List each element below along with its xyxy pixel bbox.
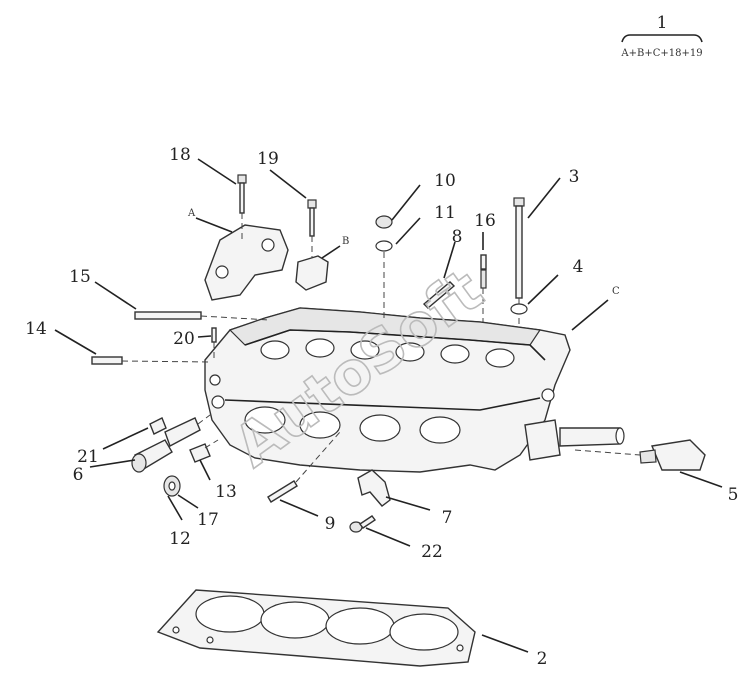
- callout-18: 18: [169, 145, 191, 165]
- part-16-pin: [480, 254, 487, 289]
- callout-20: 20: [173, 329, 195, 349]
- part-22-bolt: [349, 515, 377, 533]
- letter-a: A: [187, 208, 196, 219]
- part-17-fitting: [163, 475, 181, 497]
- part-15-stud: [134, 311, 202, 320]
- callout-12: 12: [169, 529, 191, 549]
- callout-14: 14: [25, 319, 47, 339]
- cylinder-head: [204, 307, 571, 473]
- part-8-stud: [422, 281, 456, 309]
- callout-15: 15: [69, 267, 91, 287]
- callout-21: 21: [77, 447, 99, 467]
- callout-9: 9: [325, 514, 336, 534]
- assembly-composition: A+B+C+18+19: [620, 48, 702, 59]
- assembly-brace: [621, 34, 703, 43]
- callout-4: 4: [573, 257, 584, 277]
- part-5-coolant-sensor: [639, 439, 706, 471]
- camshaft-cap-b: [295, 255, 329, 291]
- callout-5: 5: [728, 485, 739, 505]
- letter-b: B: [342, 236, 349, 247]
- callout-6: 6: [73, 465, 84, 485]
- leader-lines: [54, 158, 723, 653]
- part-4-washer: [510, 303, 528, 315]
- part-7-bracket: [357, 469, 391, 507]
- letter-c: C: [612, 286, 620, 297]
- callout-16: 16: [474, 211, 496, 231]
- assembly-legend: 1 A+B+C+18+19: [620, 13, 703, 59]
- callout-13: 13: [215, 482, 237, 502]
- part-21-plug: [149, 417, 167, 435]
- part-14-stud: [91, 356, 123, 365]
- part-20-pin: [211, 327, 217, 343]
- callout-8: 8: [452, 227, 463, 247]
- callout-22: 22: [421, 542, 443, 562]
- part-2-head-gasket: [156, 589, 476, 667]
- part-9-stud: [267, 480, 298, 503]
- part-11-seal: [375, 240, 393, 252]
- part-19-bolt: [307, 199, 317, 237]
- part-13-plug: [189, 443, 211, 463]
- callout-19: 19: [257, 149, 279, 169]
- coolant-outlet: [524, 419, 625, 461]
- part-18-bolt: [237, 174, 247, 214]
- callout-17: 17: [197, 510, 219, 530]
- callout-11: 11: [434, 203, 456, 223]
- part-10-cap: [375, 215, 393, 229]
- assembly-number: 1: [657, 13, 668, 33]
- camshaft-cap-a: [204, 224, 289, 301]
- part-6-oil-valve: [131, 417, 201, 473]
- callout-2: 2: [537, 649, 548, 669]
- callout-3: 3: [569, 167, 580, 187]
- callout-7: 7: [442, 508, 453, 528]
- part-3-long-bolt: [513, 197, 525, 299]
- callout-10: 10: [434, 171, 456, 191]
